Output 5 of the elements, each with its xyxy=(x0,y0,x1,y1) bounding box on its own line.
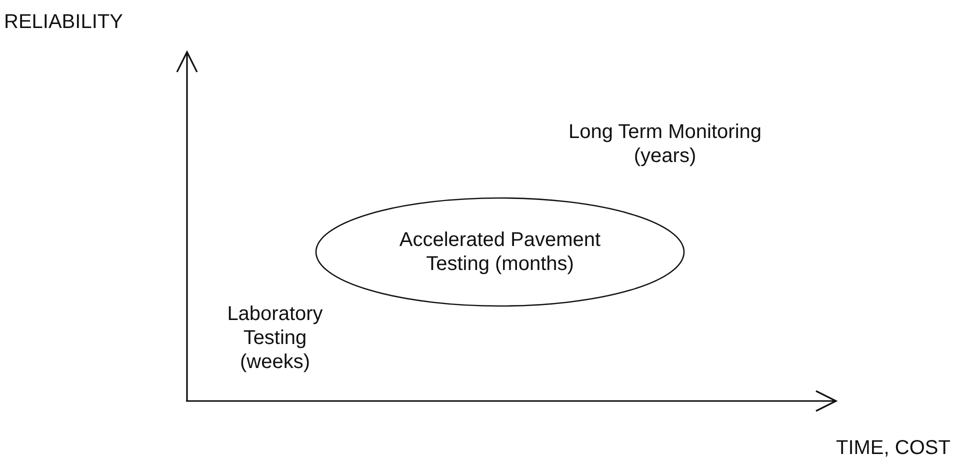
axis-title: TIME, COST xyxy=(836,436,952,460)
annotation-text: Long Term Monitoring (years) xyxy=(567,120,763,168)
node-label: Accelerated Pavement Testing (months) xyxy=(398,228,602,276)
annotation-text: Laboratory Testing (weeks) xyxy=(226,302,324,374)
axis-title: RELIABILITY xyxy=(4,10,124,34)
